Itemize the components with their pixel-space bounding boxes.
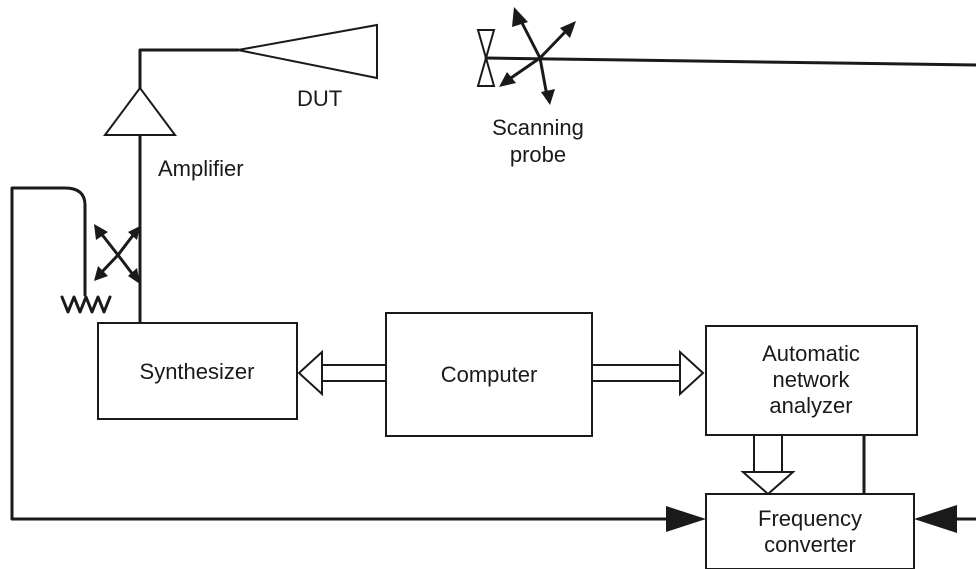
- analyzer-label-line2: network: [772, 367, 850, 392]
- bus-arrow-to-converter: [740, 435, 796, 496]
- horn-antenna-icon: [237, 23, 378, 80]
- analyzer-label-line1: Automatic: [762, 341, 860, 366]
- amplifier-feed-line: [138, 48, 240, 325]
- computer-box: [385, 312, 593, 437]
- bus-arrow-to-analyzer: [591, 349, 705, 397]
- small-four-way-arrows-icon: [94, 224, 140, 284]
- dipole-probe-icon: [476, 29, 496, 87]
- converter-label-line2: converter: [764, 532, 856, 557]
- analyzer-label-line3: analyzer: [769, 393, 852, 418]
- probe-cable-line: [484, 56, 976, 67]
- network-analyzer-box: [705, 325, 918, 436]
- dut-label: DUT: [297, 86, 342, 111]
- four-way-arrows-icon: [499, 7, 576, 105]
- amplifier-icon: [103, 86, 177, 136]
- right-input-arrowhead: [914, 505, 957, 533]
- scanning-probe-label-line1: Scanning: [492, 115, 584, 140]
- scanning-probe-label-line2: probe: [510, 142, 566, 167]
- synthesizer-box: [97, 322, 298, 420]
- bus-arrow-to-synthesizer: [297, 349, 387, 397]
- left-input-arrowhead: [666, 506, 706, 532]
- computer-label: Computer: [441, 362, 538, 387]
- coiled-cable-loop: [10, 186, 678, 521]
- frequency-converter-box: [705, 493, 915, 569]
- synthesizer-label: Synthesizer: [140, 359, 255, 384]
- amplifier-label: Amplifier: [158, 156, 244, 181]
- converter-label-line1: Frequency: [758, 506, 862, 531]
- coiled-cable-icon: [60, 295, 112, 314]
